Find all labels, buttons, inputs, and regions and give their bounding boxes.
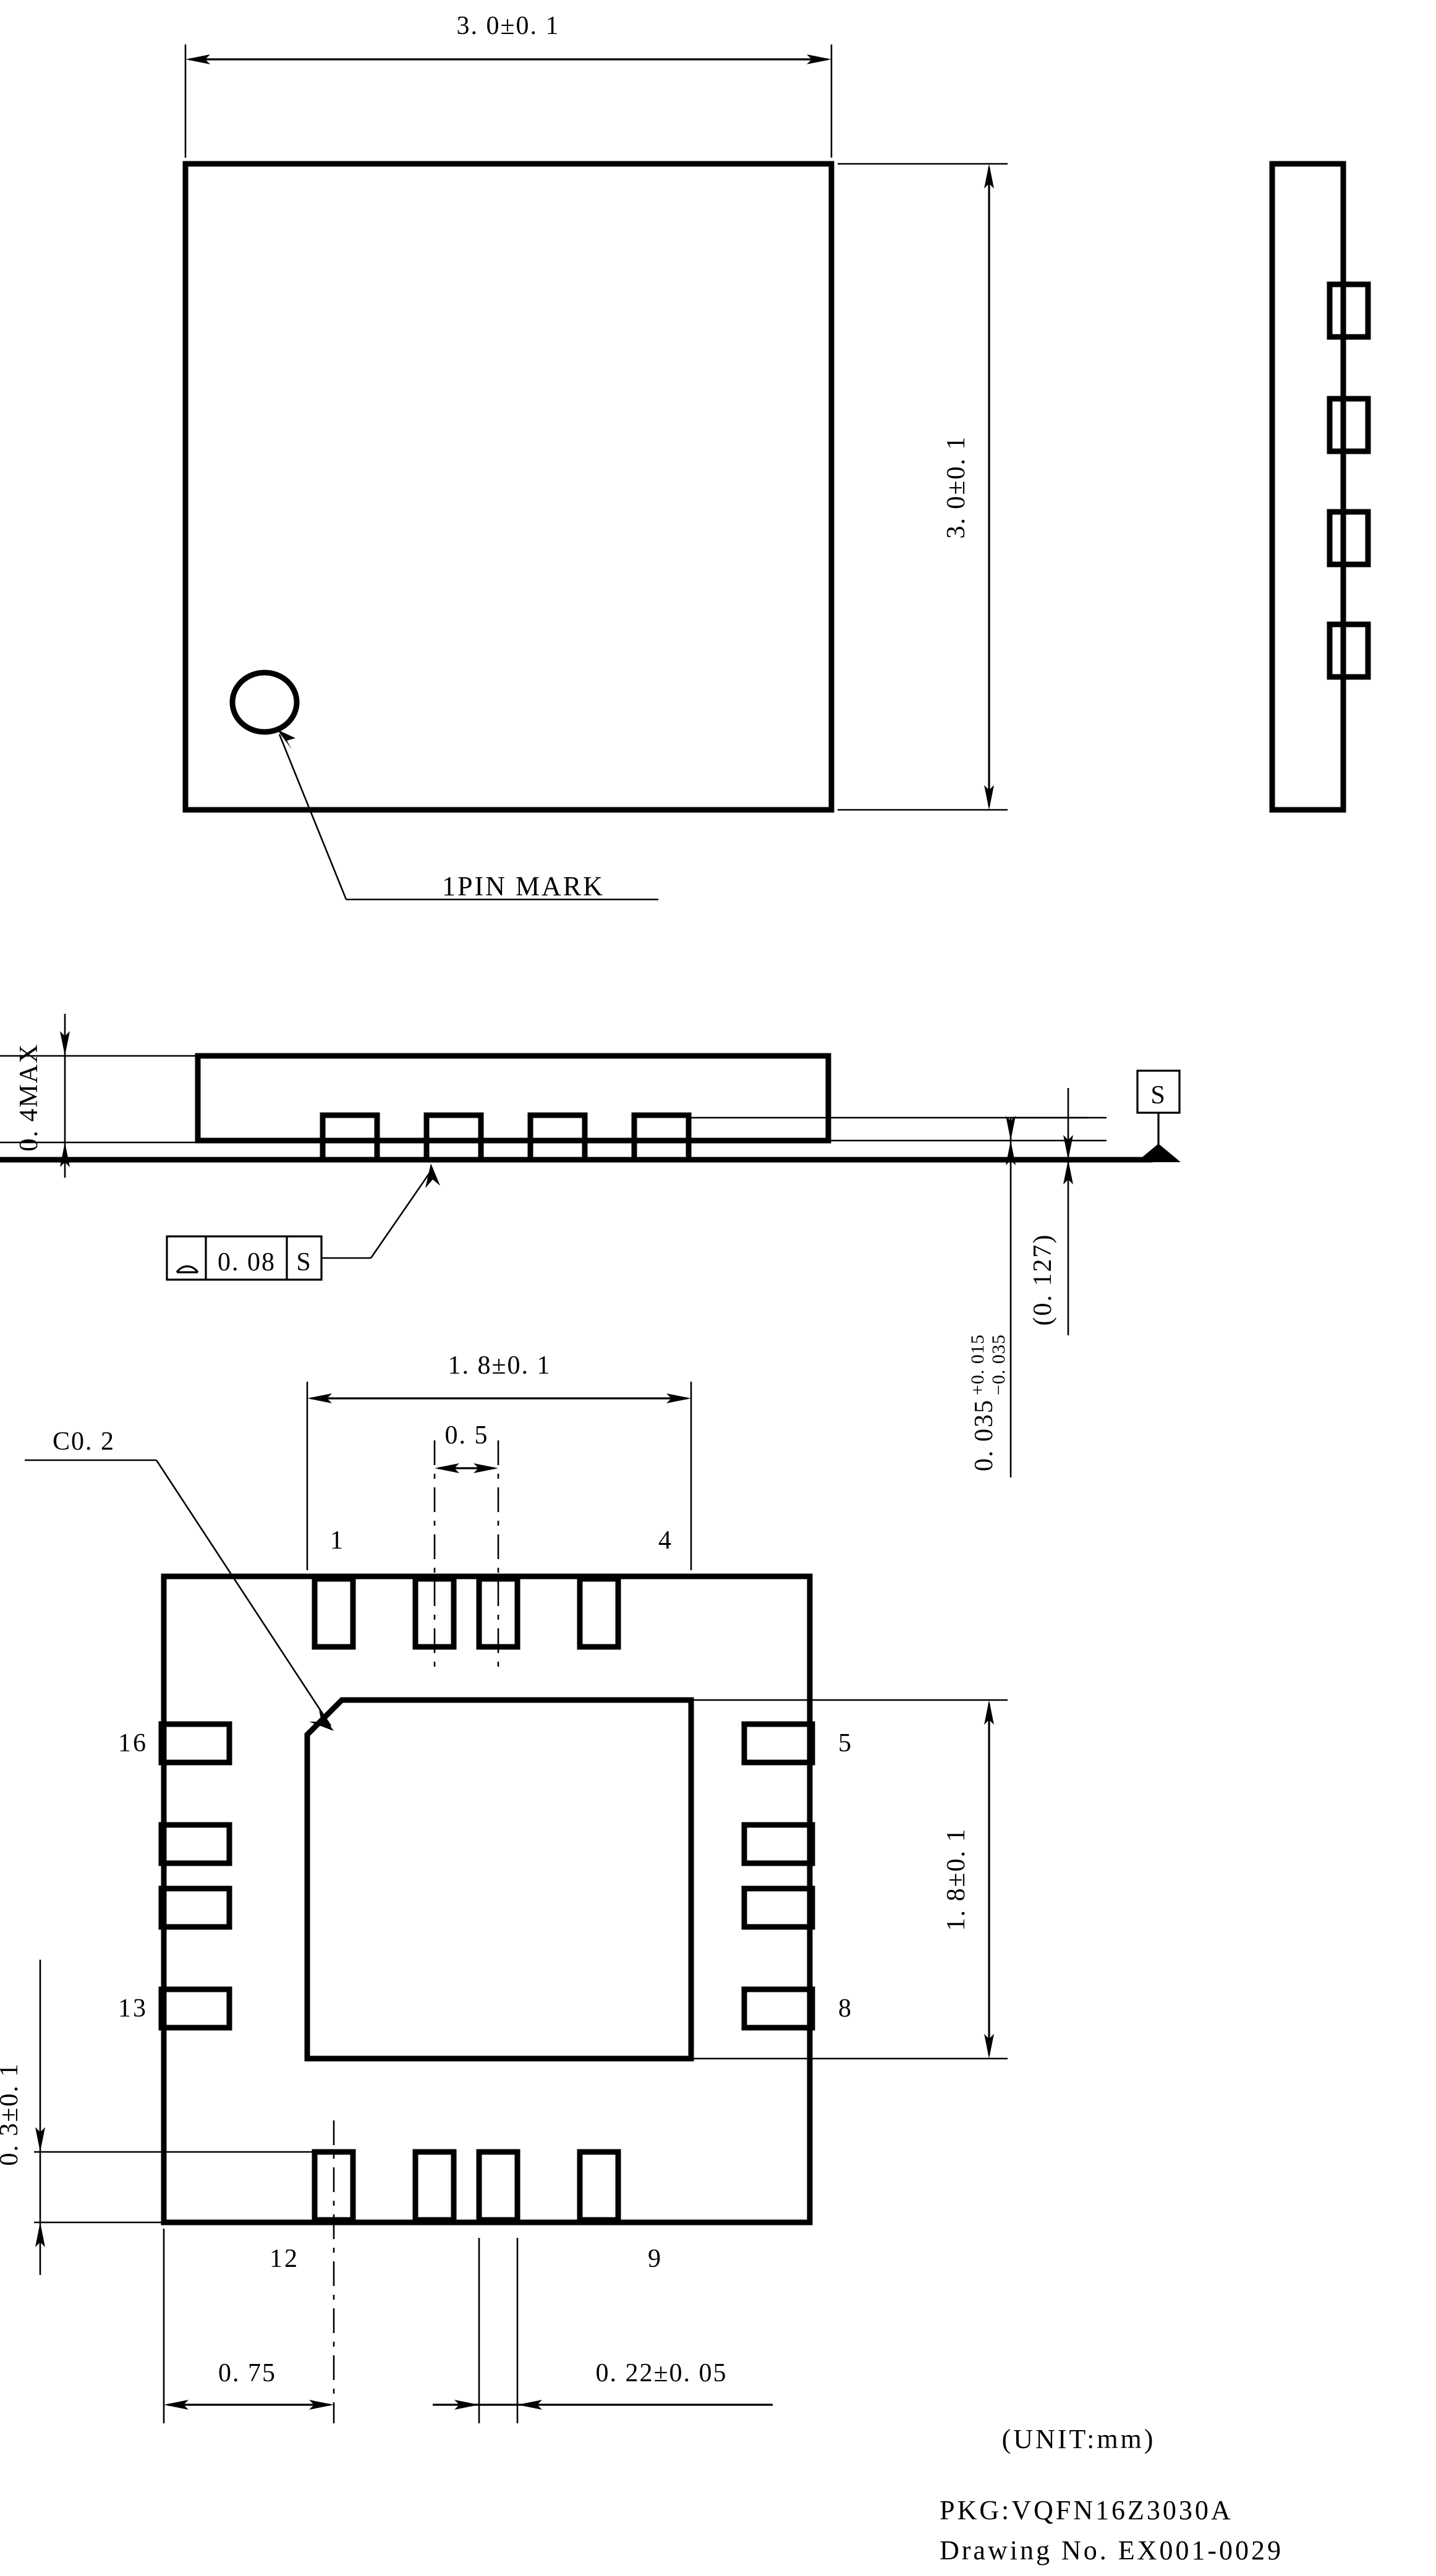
package-label: PKG:VQFN16Z3030A — [940, 2495, 1233, 2525]
pad-length-dimension — [34, 1960, 315, 2275]
pin1-mark-label: 1PIN MARK — [442, 871, 605, 901]
pin-number-4: 4 — [658, 1526, 673, 1555]
standoff-ref-dim-label: (0. 127) — [1029, 1234, 1057, 1326]
pad-left — [158, 1885, 232, 1930]
chamfer-leader — [25, 1459, 334, 1731]
pad-width-dimension — [433, 2238, 773, 2423]
pad-right — [741, 1822, 815, 1866]
drawing-number-label: Drawing No. EX001-0029 — [940, 2535, 1283, 2565]
top-height-dimension — [838, 163, 1008, 811]
pad-length-dim-label: 0. 3±0. 1 — [0, 2062, 23, 2166]
pin1-mark-leader — [277, 729, 658, 901]
bottom-view — [25, 1382, 1008, 2423]
unit-note: (UNIT:mm) — [1002, 2424, 1156, 2454]
pad-left — [158, 1822, 232, 1866]
front-land — [527, 1112, 588, 1163]
pad-left — [158, 1721, 232, 1766]
pin-number-12: 12 — [270, 2245, 299, 2273]
pad-span-x-dimension — [306, 1382, 692, 1570]
gdt-tolerance-label: 0. 08 — [218, 1248, 276, 1277]
pin-number-8: 8 — [838, 1994, 853, 2023]
pad-bottom — [412, 2149, 457, 2223]
standoff-tol-lower-label: −0. 035 — [988, 1334, 1009, 1395]
standoff-dimensions — [1006, 1088, 1088, 1477]
top-height-dim-label: 3. 0±0. 1 — [942, 435, 971, 538]
pitch-dimension — [433, 1440, 499, 1675]
pad-top — [476, 1576, 520, 1650]
pad-right — [741, 1885, 815, 1930]
front-land — [423, 1112, 484, 1163]
pad-span-y-dimension — [691, 1699, 1008, 2060]
top-view-body-outline — [182, 161, 835, 813]
right-side-view — [1269, 161, 1371, 813]
front-section-view — [0, 1014, 1181, 1477]
pad-bottom — [577, 2149, 621, 2223]
pin-number-1: 1 — [330, 1526, 345, 1555]
top-width-dimension — [184, 45, 833, 158]
corner-offset-dimension — [163, 2120, 335, 2423]
exposed-thermal-pad — [304, 1697, 694, 2062]
corner-offset-dim-label: 0. 75 — [218, 2359, 276, 2387]
standoff-dim-label: 0. 035 — [970, 1399, 998, 1471]
pin-number-9: 9 — [648, 2245, 663, 2273]
bottom-view-body-outline — [161, 1573, 813, 2225]
front-body-outline — [195, 1053, 831, 1144]
pad-top — [577, 1576, 621, 1650]
pad-span-x-dim-label: 1. 8±0. 1 — [448, 1351, 551, 1380]
pad-width-dim-label: 0. 22±0. 05 — [595, 2359, 727, 2387]
standoff-tol-upper-label: +0. 015 — [967, 1334, 988, 1395]
body-height-dim-label: 0. 4MAX — [15, 1043, 43, 1151]
gdt-feature-control-frame — [166, 1163, 440, 1281]
pad-left — [158, 1986, 232, 2031]
pad-top — [412, 1576, 457, 1650]
top-view — [182, 45, 1008, 901]
pin-number-13: 13 — [118, 1994, 148, 2023]
top-width-dim-label: 3. 0±0. 1 — [456, 12, 559, 40]
pad-top — [312, 1576, 356, 1650]
front-land — [631, 1112, 692, 1163]
pin1-mark-circle — [229, 670, 300, 735]
pin-number-5: 5 — [838, 1729, 853, 1758]
pin-number-16: 16 — [118, 1729, 148, 1758]
pad-bottom — [476, 2149, 520, 2223]
datum-s-symbol — [1136, 1069, 1181, 1162]
front-land — [320, 1112, 380, 1163]
pad-right — [741, 1721, 815, 1766]
chamfer-label: C0. 2 — [53, 1427, 115, 1456]
datum-s-label: S — [1150, 1081, 1166, 1110]
pitch-dim-label: 0. 5 — [445, 1421, 489, 1450]
pad-right — [741, 1986, 815, 2031]
gdt-datum-label: S — [296, 1248, 312, 1277]
pad-span-y-dim-label: 1. 8±0. 1 — [942, 1827, 971, 1931]
